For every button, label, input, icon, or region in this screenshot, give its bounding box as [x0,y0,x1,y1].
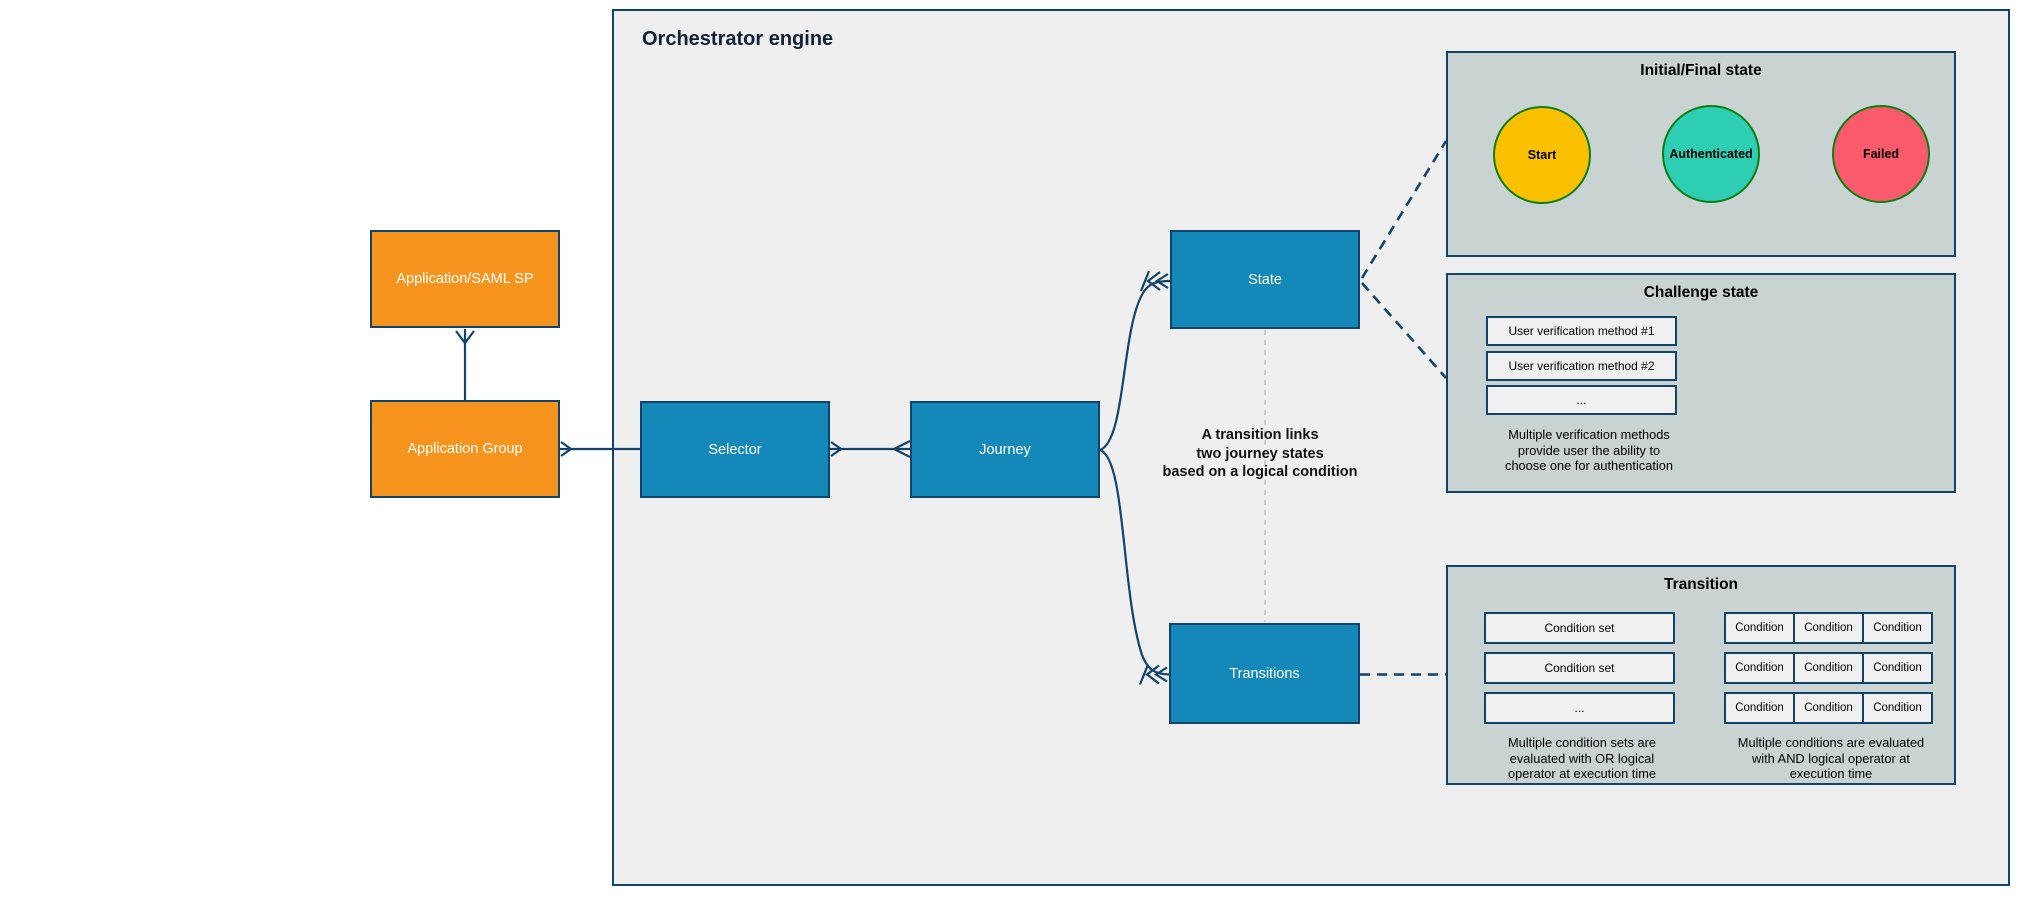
state-circle-label: Failed [1862,147,1900,161]
state-circle-authenticated: Authenticated [1662,105,1760,203]
node-selector: Selector [640,401,830,498]
crow-foot-state-left [1139,270,1169,292]
panel-title: Initial/Final state [1640,62,1762,79]
condition-grid-row: Condition Condition Condition [1724,652,1933,684]
condition-cell: Condition [1793,692,1864,724]
condition-cell: Condition [1724,692,1795,724]
condition-grid-row: Condition Condition Condition [1724,692,1933,724]
condition-cell: Condition [1862,692,1933,724]
panel-initial-final-state: Initial/Final state Start Authenticated … [1446,51,1956,257]
panel-title: Transition [1663,576,1739,593]
panel-challenge-state: Challenge state User verification method… [1446,273,1956,493]
condition-cell: Condition [1724,612,1795,644]
condition-set-box: ... [1484,692,1675,724]
dashed-state-to-initial-final [1360,140,1448,279]
state-circle-label: Start [1527,148,1557,162]
condition-grid-row: Condition Condition Condition [1724,612,1933,644]
state-circle-label: Authenticated [1669,147,1753,161]
crow-foot-transitions-left [1138,664,1168,685]
node-label: Transitions [1229,665,1300,682]
panel-title: Challenge state [1643,284,1759,301]
panel-transition: Transition Condition set Condition set .… [1446,565,1956,785]
node-application-group: Application Group [370,400,560,498]
condition-cell: Condition [1862,652,1933,684]
dashed-state-to-challenge [1361,282,1447,379]
condition-cell: Condition [1793,652,1864,684]
crow-foot-journey-left [893,440,911,458]
verification-method-box: ... [1486,385,1677,415]
condition-cell: Condition [1862,612,1933,644]
connector-journey-to-state [1099,279,1172,452]
orchestrator-engine-title: Orchestrator engine [642,28,834,50]
node-application-saml-sp: Application/SAML SP [370,230,560,328]
node-label: Application/SAML SP [396,271,534,287]
condition-cell: Condition [1724,652,1795,684]
chevron-right-icon [830,441,843,457]
node-label: Journey [979,441,1031,458]
condition-cell: Condition [1793,612,1864,644]
node-label: State [1248,271,1282,288]
node-journey: Journey [910,401,1100,498]
chevron-down-icon [455,330,475,345]
node-label: Application Group [407,441,523,457]
state-circle-start: Start [1493,106,1591,204]
verification-method-box: User verification method #1 [1486,316,1677,346]
transition-annotation: A transition links two journey states ba… [1162,427,1358,480]
node-label: Selector [708,441,762,458]
connector-journey-to-transitions [1099,448,1171,676]
condition-sets-caption: Multiple condition sets are evaluated wi… [1508,735,1656,781]
verification-method-box: User verification method #2 [1486,351,1677,381]
condition-set-box: Condition set [1484,652,1675,684]
chevron-right-icon [560,441,573,457]
node-transitions: Transitions [1169,623,1360,724]
node-state: State [1170,230,1360,329]
condition-set-box: Condition set [1484,612,1675,644]
challenge-caption: Multiple verification methods provide us… [1505,427,1673,473]
state-circle-failed: Failed [1832,105,1930,203]
conditions-caption: Multiple conditions are evaluated with A… [1737,735,1925,781]
